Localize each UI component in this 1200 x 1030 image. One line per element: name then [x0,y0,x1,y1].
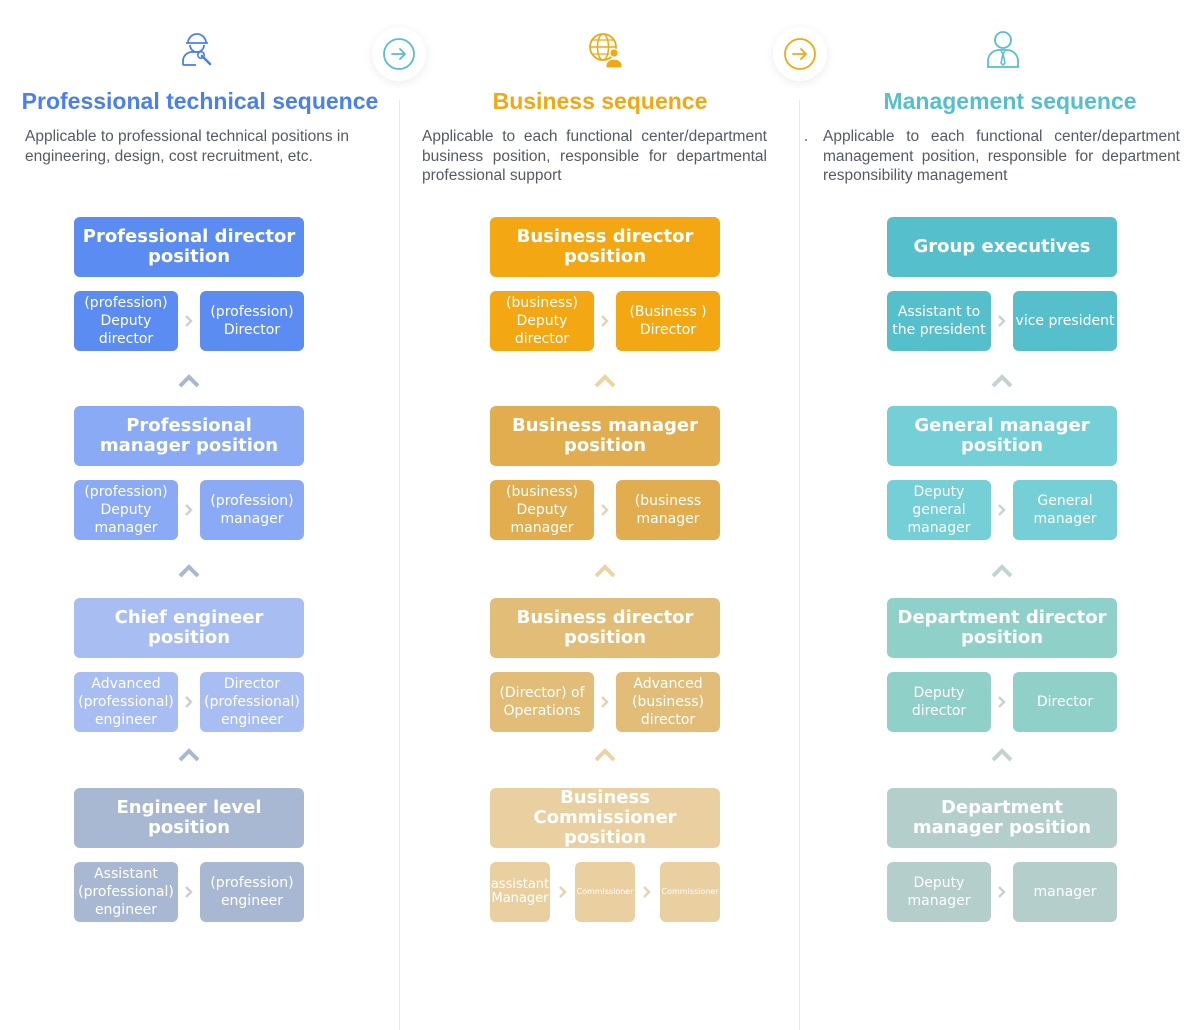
level-title: Group executives [887,217,1117,277]
chevron-up-icon [991,374,1013,388]
chevron-up-icon [178,374,200,388]
arrow-right-icon [383,38,415,70]
position-box: (profession) engineer [200,862,304,922]
level-title: Department manager position [887,788,1117,848]
globe-person-icon [589,33,623,69]
level-title: General manager position [887,406,1117,466]
level-title: Business Commissioner position [490,788,720,848]
chevron-right-icon [998,886,1006,898]
position-box: (business) Deputy director [490,291,594,351]
position-box: Assistant to the president [887,291,991,351]
chevron-right-icon [998,504,1006,516]
chevron-right-icon [601,504,609,516]
chevron-right-icon [601,696,609,708]
arrow-connector [773,27,827,81]
position-box: (Business ) Director [616,291,720,351]
position-box: vice president [1013,291,1117,351]
position-box: Advanced (business) director [616,672,720,732]
arrow-right-icon [784,38,816,70]
column-title: Business sequence [492,88,708,114]
position-box: (business manager [616,480,720,540]
column-title: Management sequence [883,88,1137,114]
position-box: Deputy manager [887,862,991,922]
position-box: manager [1013,862,1117,922]
level-title: Chief engineer position [74,598,304,658]
chevron-up-icon [178,564,200,578]
column-description: Applicable to professional technical pos… [25,128,349,165]
arrow-connector [372,27,426,81]
chevron-up-icon [594,748,616,762]
column-description: Applicable to each functional center/dep… [823,128,1180,184]
chevron-up-icon [991,564,1013,578]
divider-dot [805,139,807,141]
position-box: (profession) Director [200,291,304,351]
column-divider [399,100,400,1030]
position-box: (profession) Deputy manager [74,480,178,540]
position-box: General manager [1013,480,1117,540]
chevron-right-icon [185,504,193,516]
position-box: (profession) Deputy director [74,291,178,351]
level-title: Professional manager position [74,406,304,466]
level-title: Professional director position [74,217,304,277]
position-box: Commissioner [575,862,635,922]
position-box: Assistant (professional) engineer [74,862,178,922]
level-title: Business manager position [490,406,720,466]
level-title: Business director position [490,598,720,658]
chevron-right-icon [601,315,609,327]
position-box: Advanced (professional) engineer [74,672,178,732]
column-divider [799,100,800,1030]
chevron-right-icon [185,886,193,898]
engineer-icon [182,33,212,66]
position-box: Director (professional) engineer [200,672,304,732]
position-box: assistant Manager [490,862,550,922]
column-description: Applicable to each functional center/dep… [422,128,767,184]
chevron-up-icon [991,748,1013,762]
manager-person-icon [987,31,1019,68]
level-title: Business director position [490,217,720,277]
chevron-up-icon [594,564,616,578]
chevron-right-icon [559,886,567,898]
level-title: Department director position [887,598,1117,658]
position-box: (profession) manager [200,480,304,540]
level-title: Engineer level position [74,788,304,848]
chevron-right-icon [643,886,651,898]
position-box: Commissioner [660,862,720,922]
chevron-right-icon [998,696,1006,708]
chevron-right-icon [185,696,193,708]
position-box: Deputy director [887,672,991,732]
position-box: (Director) of Operations [490,672,594,732]
chevron-up-icon [594,374,616,388]
chevron-right-icon [185,315,193,327]
position-box: Director [1013,672,1117,732]
position-box: Deputy general manager [887,480,991,540]
chevron-right-icon [998,315,1006,327]
column-title: Professional technical sequence [21,88,379,114]
chevron-up-icon [178,748,200,762]
position-box: (business) Deputy manager [490,480,594,540]
